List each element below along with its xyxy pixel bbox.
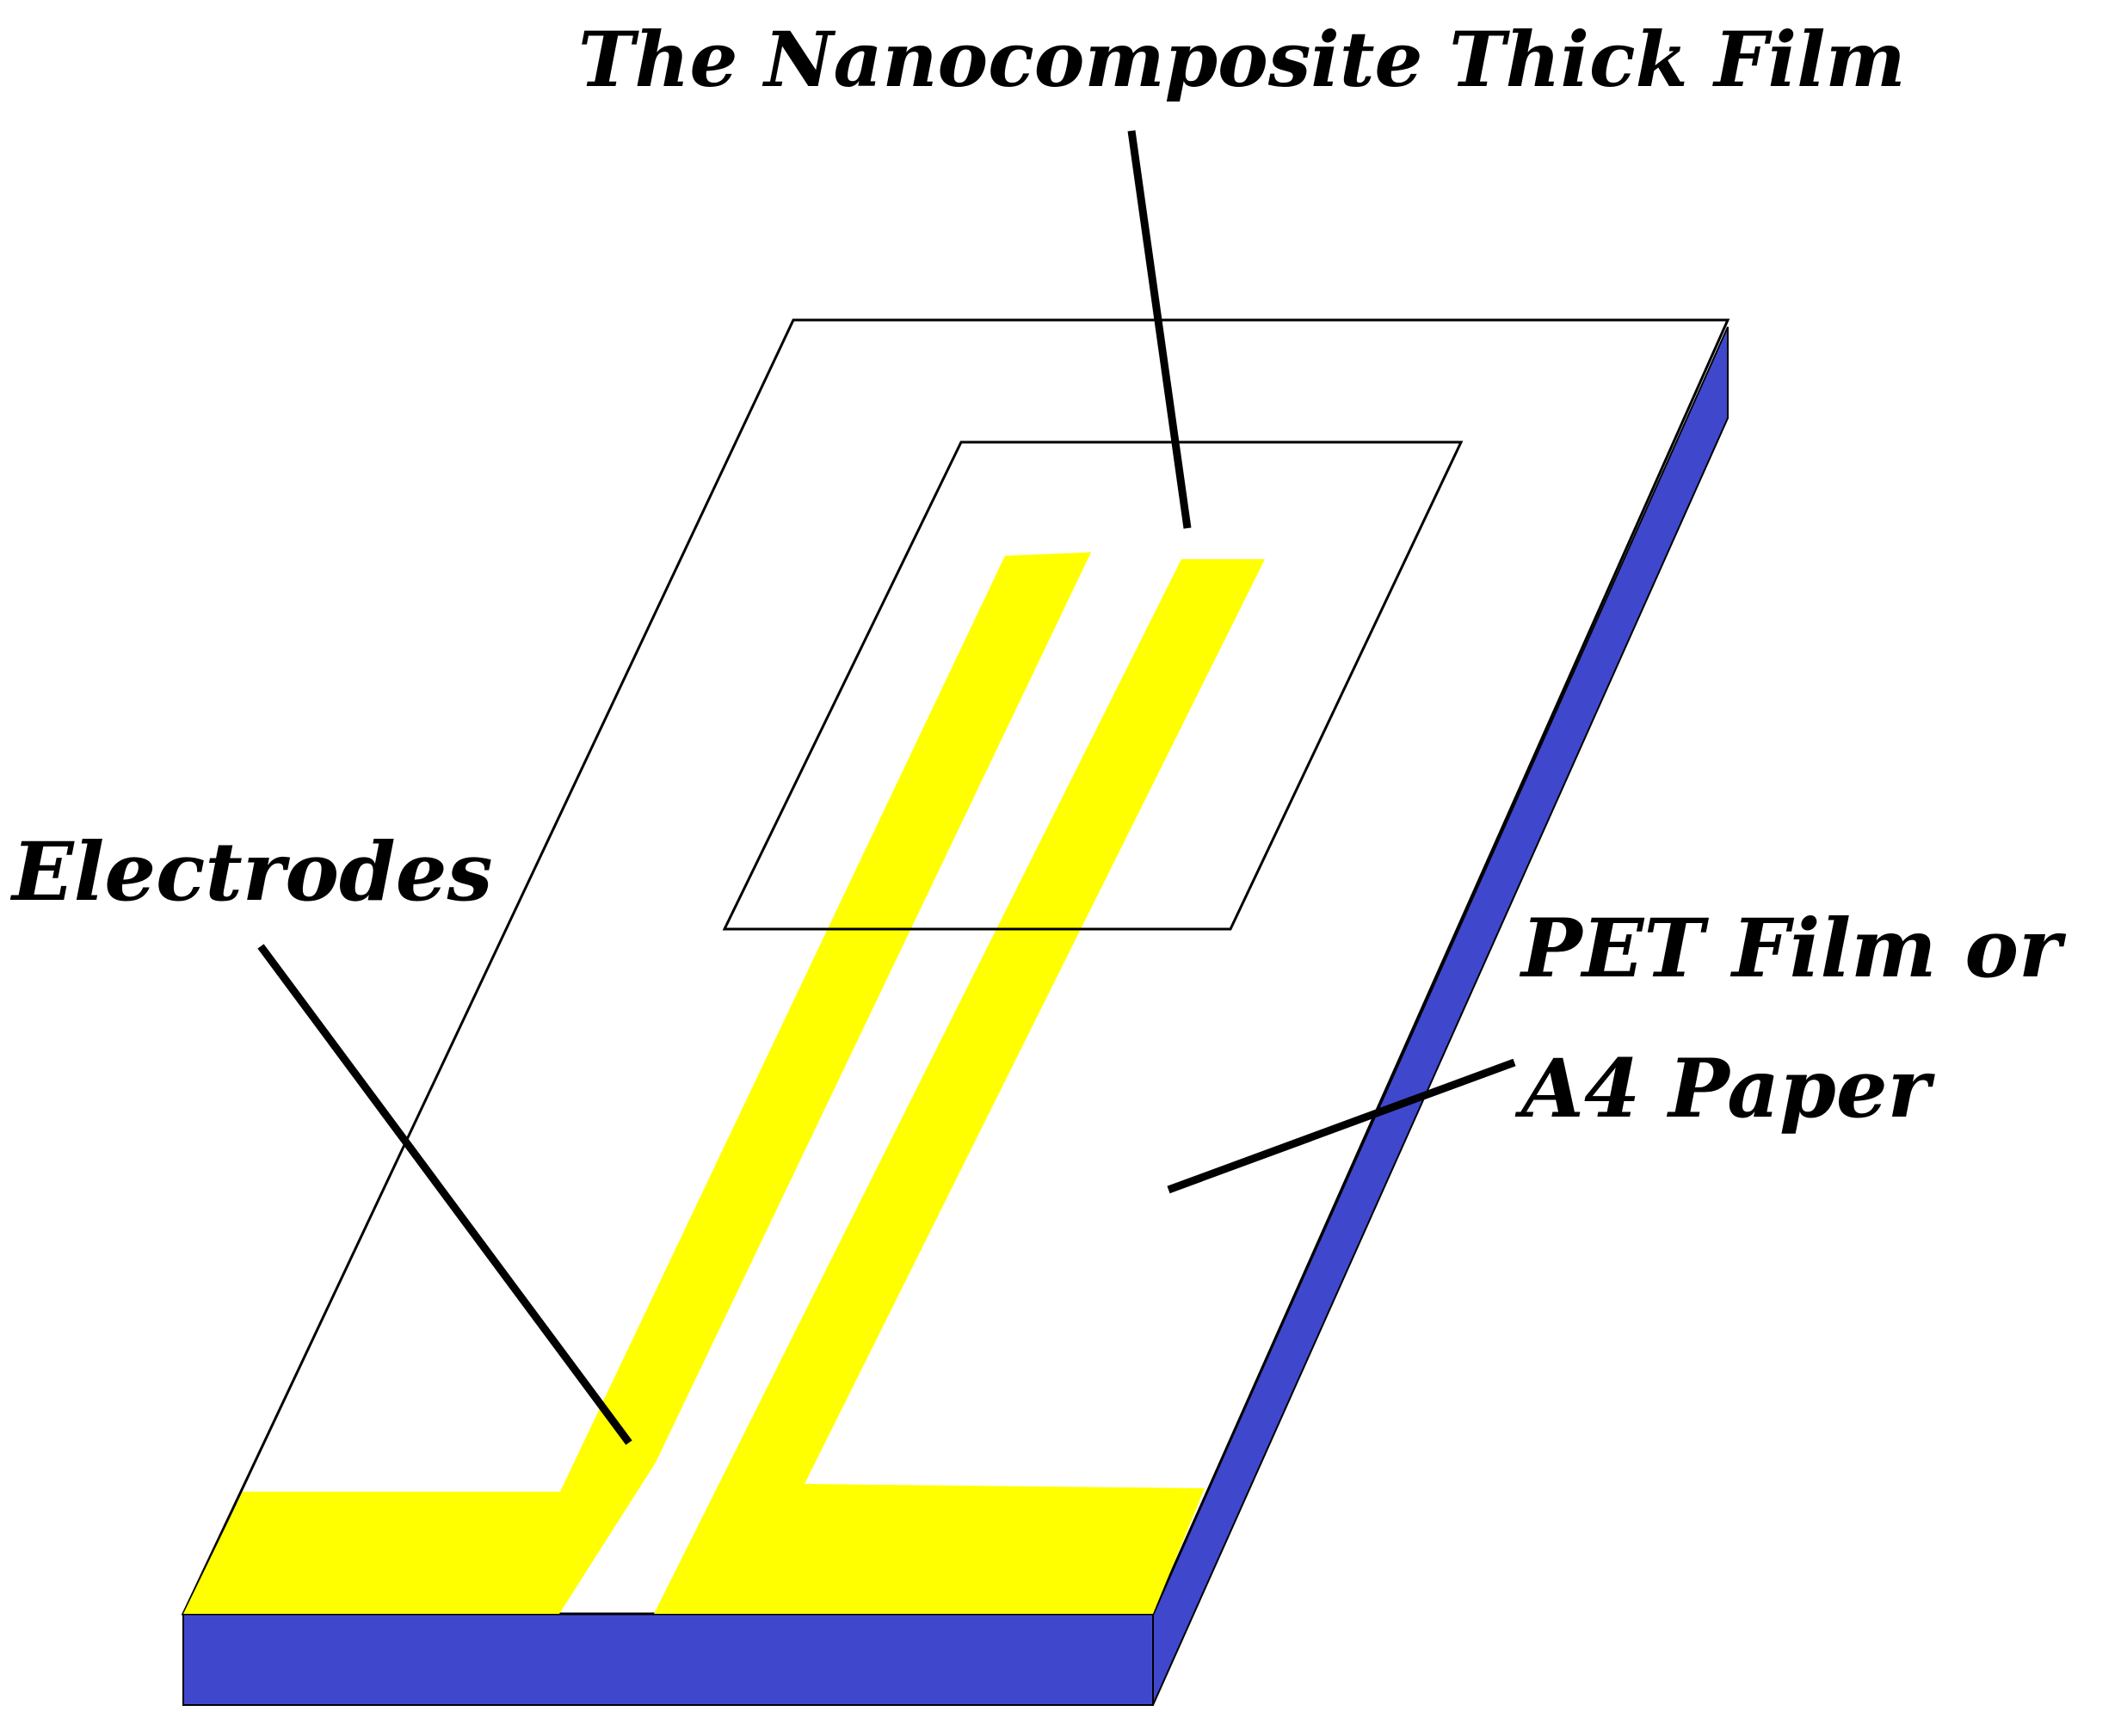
substrate-label-line1: PET Film or (1519, 902, 2067, 996)
electrodes-leader-line (257, 944, 632, 1445)
film-label: The Nanocomposite Thick Film (578, 15, 1906, 104)
film-leader-line (1127, 130, 1192, 529)
substrate-leader-line (1167, 1058, 1516, 1194)
thick-film-outline (722, 440, 1464, 931)
left-electrode (183, 552, 1091, 1614)
right-electrode (654, 559, 1265, 1614)
substrate-top-surface (181, 318, 1730, 1616)
electrodes-label: Electrodes (9, 825, 493, 920)
substrate-label-line2: A4 Paper (1514, 1042, 1936, 1136)
substrate-front-edge (182, 1613, 1154, 1706)
